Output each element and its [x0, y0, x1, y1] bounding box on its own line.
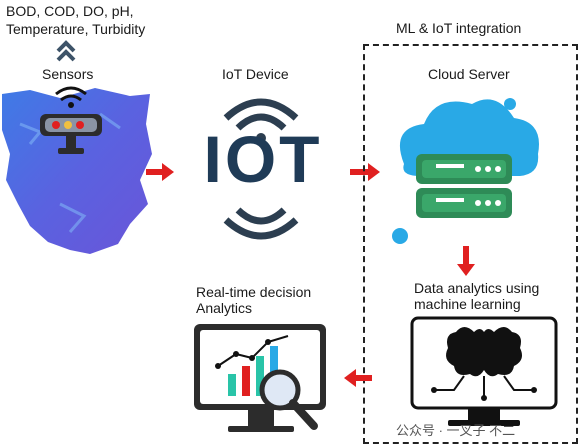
arrow-right-icon — [350, 163, 380, 181]
machine-learning-icon — [410, 316, 558, 426]
water-body-image — [2, 88, 152, 254]
ml-iot-integration-box — [363, 44, 578, 444]
realtime-analytics-label: Real-time decision Analytics — [196, 284, 312, 316]
chevron-up-icon — [56, 40, 76, 62]
data-analytics-label: Data analytics using machine learning — [414, 280, 540, 312]
cloud-server-label: Cloud Server — [428, 66, 510, 82]
arrow-left-icon — [344, 369, 372, 387]
iot-device-label: IoT Device — [222, 66, 289, 82]
arrow-down-icon — [457, 246, 475, 276]
sensors-label: Sensors — [42, 66, 94, 82]
ml-iot-label: ML & IoT integration — [396, 20, 522, 36]
iot-device-icon — [223, 98, 299, 240]
analytics-monitor-icon — [194, 324, 326, 432]
water-parameters-text: BOD, COD, DO, pH, Temperature, Turbidity — [6, 3, 146, 37]
sensor-device-icon — [40, 86, 102, 154]
iot-text: IOT — [203, 122, 323, 196]
cloud-server-icon — [392, 98, 539, 244]
arrow-right-icon — [146, 163, 174, 181]
watermark-text: 公众号 · 一叉子 不二 — [396, 423, 516, 438]
